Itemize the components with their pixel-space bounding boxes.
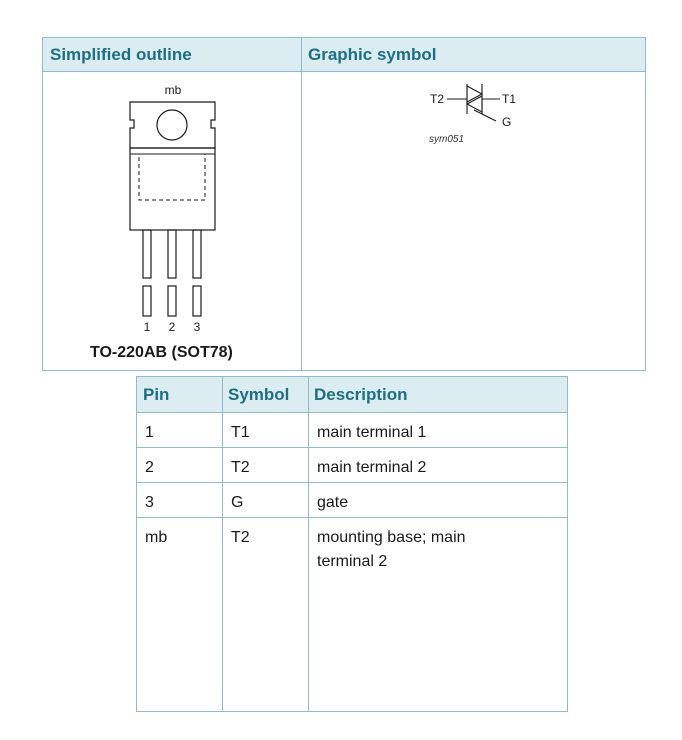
mounting-hole bbox=[156, 109, 188, 141]
description-cell: mounting base; main terminal 2 bbox=[317, 529, 466, 570]
pin-3-lower bbox=[192, 285, 202, 317]
header-symbol: Symbol bbox=[228, 385, 290, 404]
mounting-tab-outline bbox=[129, 101, 216, 149]
header-pin: Pin bbox=[143, 385, 170, 404]
column-divider bbox=[301, 38, 302, 370]
header-graphic-symbol: Graphic symbol bbox=[308, 45, 437, 64]
pin-2-upper bbox=[167, 229, 177, 279]
symbol-cell: T2 bbox=[231, 529, 250, 546]
diode-reverse bbox=[465, 95, 483, 113]
pin-cell: 3 bbox=[145, 494, 154, 511]
pin-1-upper bbox=[142, 229, 152, 279]
diode-forward bbox=[466, 85, 484, 103]
pin-cell: 2 bbox=[145, 459, 154, 476]
graphic-symbol-cell: T2 T1 G sym051 bbox=[302, 72, 645, 370]
table-row: mb T2 mounting base; main terminal 2 bbox=[137, 518, 567, 711]
pin-cell: mb bbox=[145, 529, 168, 546]
description-cell: gate bbox=[317, 494, 349, 511]
pin-3-upper bbox=[192, 229, 202, 279]
table-row: 1 T1 main terminal 1 bbox=[137, 413, 567, 448]
symbol-cell: G bbox=[231, 494, 244, 511]
pin-number-3: 3 bbox=[194, 320, 201, 334]
g-label: G bbox=[502, 115, 511, 129]
t2-label: T2 bbox=[430, 92, 444, 106]
outline-table: Simplified outline Graphic symbol mb 1 2… bbox=[42, 37, 646, 371]
pin-table-header: Pin Symbol Description bbox=[137, 377, 567, 413]
gate-lead bbox=[473, 109, 497, 122]
mb-label: mb bbox=[165, 83, 182, 97]
pin-table-divider-2 bbox=[308, 377, 309, 711]
table-row: 3 G gate bbox=[137, 483, 567, 518]
package-caption: TO-220AB (SOT78) bbox=[90, 344, 233, 361]
die-outline-dashed bbox=[138, 153, 206, 201]
pin-number-1: 1 bbox=[144, 320, 151, 334]
package-outline-drawing: mb 1 2 3 bbox=[129, 83, 216, 334]
t1-label: T1 bbox=[502, 92, 516, 106]
header-description: Description bbox=[314, 385, 408, 404]
package-body bbox=[129, 147, 216, 231]
pin-cell: 1 bbox=[145, 424, 154, 441]
pin-1-lower bbox=[142, 285, 152, 317]
pin-table: Pin Symbol Description 1 T1 main termina… bbox=[136, 376, 568, 712]
header-simplified-outline: Simplified outline bbox=[50, 45, 192, 64]
package-outline-cell: mb 1 2 3 TO-220AB (SOT78) bbox=[43, 72, 301, 370]
symbol-cell: T1 bbox=[231, 424, 250, 441]
outline-table-header: Simplified outline Graphic symbol bbox=[43, 38, 645, 72]
description-cell: main terminal 2 bbox=[317, 459, 427, 476]
symbol-ref: sym051 bbox=[429, 134, 464, 145]
triac-symbol: T2 T1 G sym051 bbox=[429, 84, 516, 145]
description-cell: main terminal 1 bbox=[317, 424, 427, 441]
symbol-cell: T2 bbox=[231, 459, 250, 476]
pin-table-divider-1 bbox=[222, 377, 223, 711]
pin-number-2: 2 bbox=[169, 320, 176, 334]
table-row: 2 T2 main terminal 2 bbox=[137, 448, 567, 483]
pin-2-lower bbox=[167, 285, 177, 317]
